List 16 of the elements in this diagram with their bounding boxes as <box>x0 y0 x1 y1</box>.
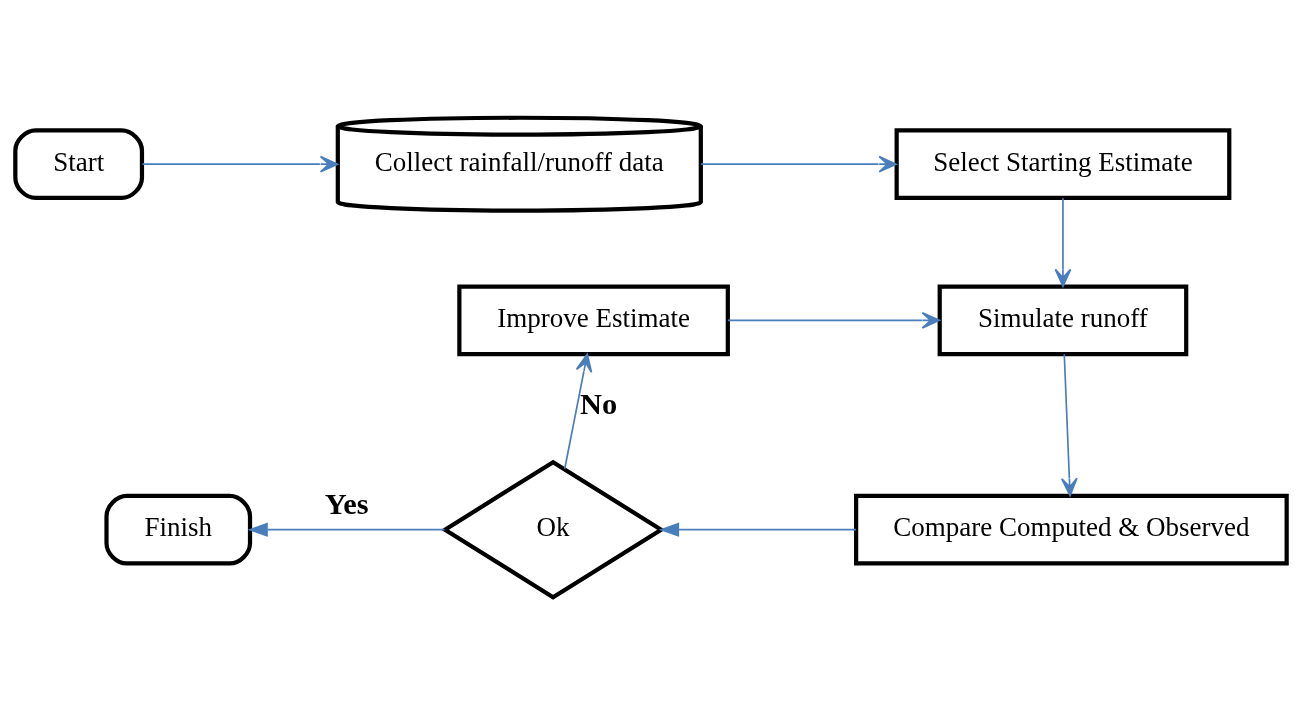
arrow <box>658 522 857 537</box>
arrow <box>141 155 339 173</box>
node-box: Compare Computed & Observed <box>854 493 1289 566</box>
node-box: Simulate runoff <box>937 284 1189 357</box>
node-box: Improve Estimate <box>457 284 730 357</box>
arrow <box>1054 197 1072 288</box>
edge-label: Yes <box>324 486 369 521</box>
arrow <box>700 155 897 173</box>
arrow <box>563 353 593 470</box>
edge-label: No <box>580 386 618 421</box>
node-box: Finish <box>104 493 253 566</box>
arrow <box>1060 353 1078 497</box>
node-box: Select Starting Estimate <box>894 128 1232 201</box>
node-box: Start <box>13 128 145 201</box>
arrow <box>727 311 941 329</box>
arrow <box>247 522 446 537</box>
